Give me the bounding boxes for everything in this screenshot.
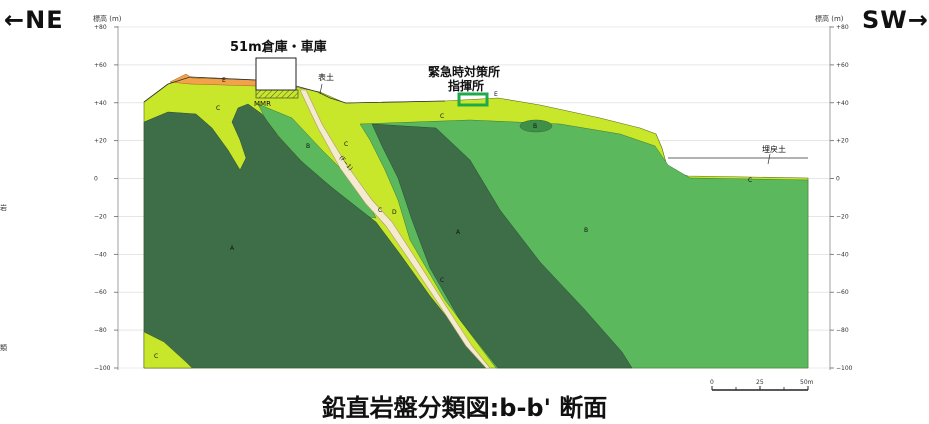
rock-class-labels: E E A A B B B C C C C C C C D [154, 77, 752, 360]
rock-class-d-fault-zone [299, 89, 491, 369]
scale-label-25: 25 [756, 379, 764, 386]
right-tick-labels: +80 +60 +40 +20 0 −20 −40 −60 −80 −100 [830, 24, 853, 372]
class-label-c-3: C [378, 207, 382, 214]
tick-label-left: −20 [94, 213, 107, 220]
class-label-a-2: A [456, 229, 461, 236]
tick-label-left: +80 [94, 24, 107, 31]
tick-label-left: −100 [94, 365, 111, 372]
ground-surface-line [143, 76, 257, 103]
tick-label-left: −40 [94, 251, 107, 258]
class-label-c-4: C [440, 113, 444, 120]
warehouse-building [255, 57, 297, 91]
topsoil-surface-line [295, 85, 446, 104]
scale-bar: 0 25 50m [710, 379, 814, 391]
topsoil-leader [319, 83, 323, 95]
direction-sw-label: SW→ [862, 6, 929, 34]
emergency-facility-label-2: 指揮所 [448, 78, 484, 93]
tick-label-right: +60 [836, 62, 849, 69]
rock-class-c-corner [143, 331, 193, 369]
backfill-label: 埋戻土 [762, 144, 786, 154]
tick-label-right: 0 [836, 176, 840, 183]
tick-label-right: +80 [836, 24, 849, 31]
class-label-b-3: B [533, 123, 537, 130]
tick-label-right: −20 [836, 213, 849, 220]
elevation-unit-left: 標高 (m) [93, 15, 122, 23]
class-label-a-1: A [230, 245, 235, 252]
tick-label-right: +40 [836, 100, 849, 107]
class-label-e-left: E [222, 77, 226, 84]
tick-label-left: −60 [94, 289, 107, 296]
tick-label-right: −60 [836, 289, 849, 296]
class-label-b-1: B [306, 143, 310, 150]
tick-label-left: −80 [94, 327, 107, 334]
class-label-c-7: C [154, 353, 158, 360]
class-label-b-2: B [584, 227, 588, 234]
tick-label-left: +60 [94, 62, 107, 69]
tick-label-left: 0 [94, 176, 98, 183]
topsoil-label: 表土 [318, 72, 334, 82]
rock-class-b-lens [519, 119, 553, 133]
rock-class-a-region [143, 103, 487, 369]
left-tick-labels: +80 +60 +40 +20 0 −20 −40 −60 −80 −100 [94, 24, 118, 372]
rock-class-a-block [371, 123, 633, 369]
emergency-facility-label-1: 緊急時対策所 [428, 64, 500, 79]
class-label-c-5: C [440, 277, 444, 284]
class-label-e-right: E [494, 91, 498, 98]
scale-label-0: 0 [710, 379, 714, 386]
class-label-c-6: C [748, 177, 752, 184]
edge-text-1: 岩 [0, 204, 7, 212]
warehouse-label: 51m倉庫・車庫 [230, 39, 327, 55]
mmr-label: MMR [254, 100, 271, 108]
emergency-facility-box [457, 92, 489, 107]
class-label-c-2: C [344, 141, 348, 148]
elevation-unit-right: 標高 (m) [815, 15, 844, 23]
mmr-foundation [255, 89, 299, 99]
backfill-leader [767, 153, 771, 165]
tick-label-right: −40 [836, 251, 849, 258]
tick-label-right: +20 [836, 138, 849, 145]
class-label-d: D [392, 209, 397, 216]
tick-label-left: +40 [94, 100, 107, 107]
tick-label-right: −80 [836, 327, 849, 334]
figure-caption: 鉛直岩盤分類図:b-b' 断面 [321, 394, 608, 422]
tick-label-left: +20 [94, 138, 107, 145]
class-label-c-1: C [216, 105, 220, 112]
direction-ne-label: ←NE [4, 6, 64, 34]
edge-text-2: 類 [0, 344, 7, 352]
scale-label-50m: 50m [800, 379, 814, 386]
tick-label-right: −100 [836, 365, 853, 372]
